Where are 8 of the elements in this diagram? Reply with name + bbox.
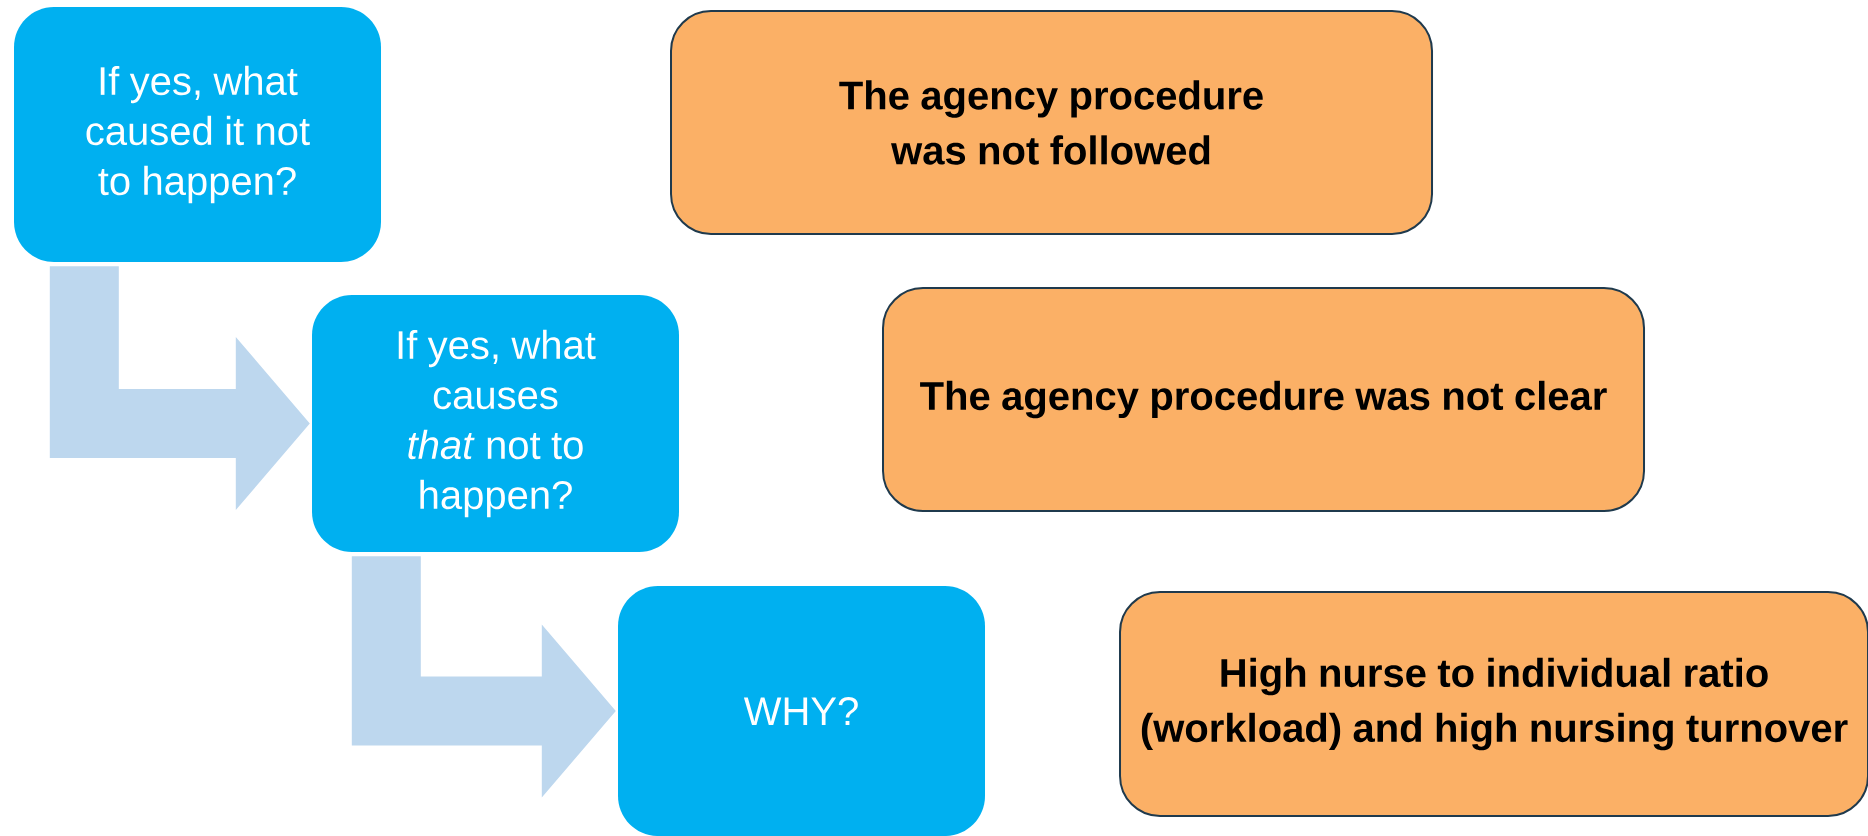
answer-box: High nurse to individual ratio (workload) and high nursing turnover (1119, 591, 1868, 817)
question-box: If yes, what caused it not to happen? (14, 7, 381, 262)
bent-arrow (49, 266, 310, 510)
bent-arrow (351, 556, 616, 798)
answer-box: The agency procedure was not followed (670, 10, 1433, 235)
question-box: WHY? (618, 586, 985, 836)
answer-box: The agency procedure was not clear (882, 287, 1645, 512)
question-box: If yes, what causes that not to happen? (312, 295, 679, 552)
